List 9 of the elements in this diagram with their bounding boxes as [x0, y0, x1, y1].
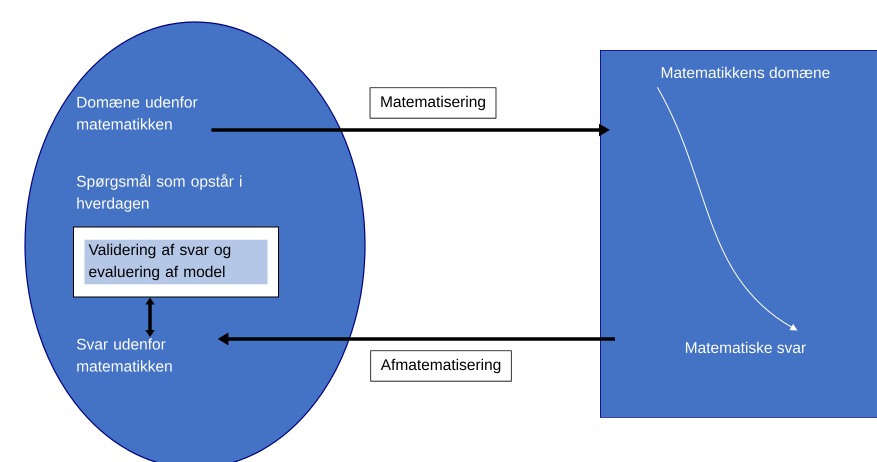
label-text: Svar udenfor matematikken — [76, 338, 172, 372]
edge-label: Matematisering — [370, 87, 496, 119]
label-text: Matematiske svar — [686, 342, 806, 354]
domain-rectangle — [600, 50, 877, 418]
validation-box: Validering af svar og evaluering af model — [73, 226, 279, 298]
label-text: Spørgsmål som opstår i hverdagen — [76, 174, 242, 212]
label-text: Matematikkens domæne — [662, 66, 830, 78]
label-text: Domæne udenfor matematikken — [77, 96, 198, 130]
edge-label: Afmatematisering — [370, 350, 512, 382]
